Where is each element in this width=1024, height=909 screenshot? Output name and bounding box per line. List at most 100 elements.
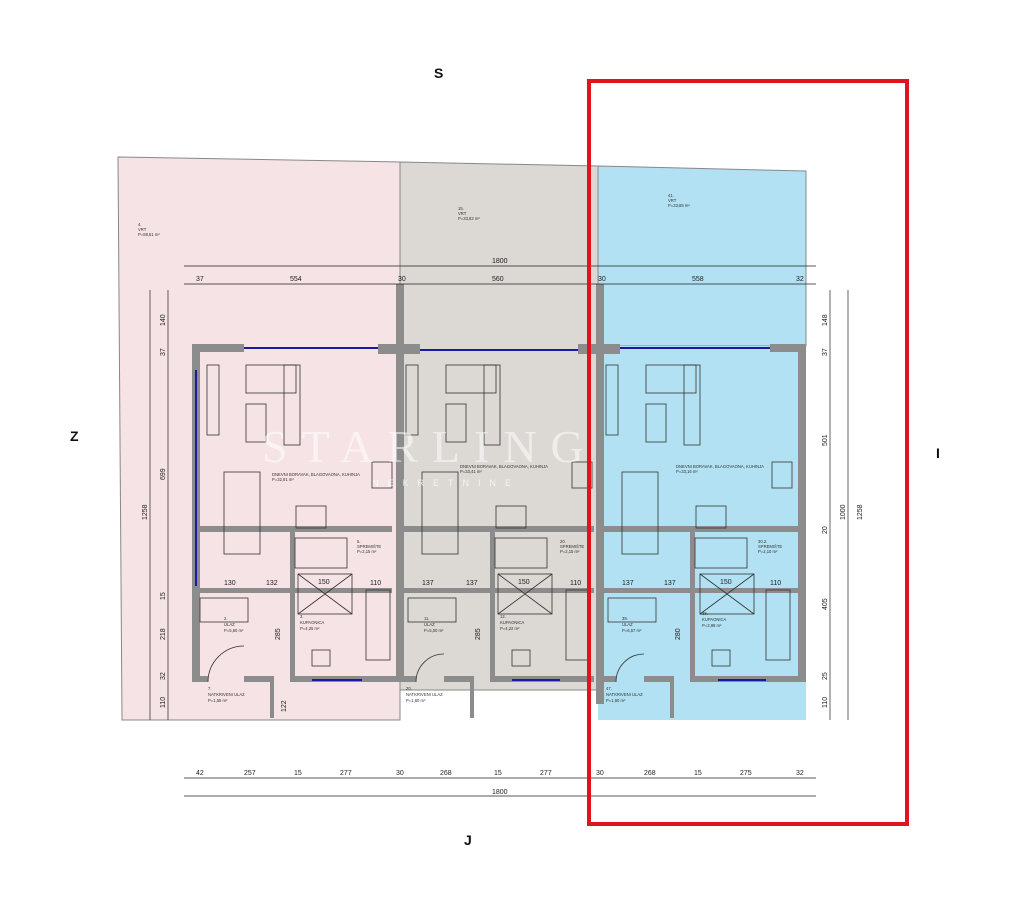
unit-left-inner-dim: 285: [275, 628, 282, 640]
top-dimension-label: 558: [692, 276, 704, 283]
unit-middle-garden-label: 15.: [458, 206, 464, 211]
highlight-frame: [587, 79, 909, 826]
unit-right-bath-area: P=3,98 m²: [702, 623, 722, 628]
unit-middle-inner-dim: 137: [466, 580, 478, 587]
unit-right-garden-label: 41.: [668, 193, 674, 198]
unit-middle-garden-name: VRT: [458, 211, 467, 216]
compass-west-label: Z: [70, 428, 79, 444]
left-dimension-label: 218: [160, 628, 167, 640]
furniture: [199, 364, 793, 683]
unit-middle-inner-dim: 150: [518, 579, 530, 586]
unit-left-inner-dim: 110: [370, 580, 381, 587]
unit-left-living-area: P=32,91 m²: [272, 477, 294, 482]
unit-left-inner-dim: 132: [266, 580, 278, 587]
top-dimension-label: 37: [196, 276, 204, 283]
unit-middle-entry-name: ULAZ: [424, 622, 435, 627]
unit-middle-garden-area: P=33,82 m²: [458, 216, 480, 221]
unit-middle-bath-area: P=4,22 m²: [500, 626, 520, 631]
right-dimension-label: 148: [822, 314, 829, 326]
bottom-dimension-label: 15: [294, 770, 302, 777]
unit-right-inner-dim: 110: [770, 580, 781, 587]
compass-south-label: J: [464, 832, 472, 848]
bottom-dimension-label: 15: [694, 770, 702, 777]
unit-left-plot: [117, 156, 401, 721]
top-dimension-label: 560: [492, 276, 504, 283]
unit-right-storage-area: P=2,10 m²: [758, 549, 778, 554]
right-dimension-label: 37: [822, 348, 829, 356]
bottom-dimension-label: 30: [596, 770, 604, 777]
right-dimension-label: 110: [822, 697, 829, 708]
unit-middle-living-area: P=33,41 m²: [460, 469, 482, 474]
bottom-dimension-label: 268: [644, 770, 656, 777]
watermark-sub: NEKRETNINE: [372, 478, 520, 488]
unit-middle-storage-area: P=2,15 m²: [560, 549, 580, 554]
bottom-dimension-label: 15: [494, 770, 502, 777]
unit-right-bath-label: 38.: [702, 611, 708, 616]
unit-right-interior-fill: [598, 346, 806, 720]
unit-left-inner-dim: 150: [318, 579, 330, 586]
left-total-dimension: 1258: [142, 504, 149, 520]
unit-left-storage-area: P=2,15 m²: [357, 549, 377, 554]
unit-right-living-name: DNEVNI BORAVAK, BLAGOVAONA, KUHINJA: [676, 464, 764, 469]
unit-left-entry-label: 2.: [224, 616, 228, 621]
right-dimension-label: 25: [822, 672, 829, 680]
unit-middle-entry-area: P=5,00 m²: [424, 628, 444, 633]
unit-right-porch-area: P=1,60 m²: [606, 698, 626, 703]
unit-middle-storage-name: SPREMIŠTE: [560, 544, 584, 549]
right-dimension-label: 501: [822, 434, 829, 446]
unit-middle-inner-dim: 137: [422, 580, 434, 587]
unit-middle-porch-area: P=1,60 m²: [406, 698, 426, 703]
unit-right-garden-name: VRT: [668, 198, 677, 203]
unit-right-bath-name: KUPAONICA: [702, 617, 727, 622]
unit-right-entry-label: 39.: [622, 616, 628, 621]
right-mid-dimension: 1000: [840, 504, 847, 520]
unit-right-porch-name: NATKRIVENI ULAZ: [606, 692, 643, 697]
unit-left-bath-area: P=4,25 m²: [300, 626, 320, 631]
unit-middle-living-name: DNEVNI BORAVAK, BLAGOVAONA, KUHINJA: [460, 464, 548, 469]
unit-right-inner-dim: 137: [622, 580, 634, 587]
unit-right-porch-label: 47.: [606, 686, 612, 691]
left-dimension-label: 15: [160, 592, 167, 600]
unit-middle-entry-label: 11.: [424, 616, 430, 621]
unit-right-living-area: P=33,16 m²: [676, 469, 698, 474]
bottom-dimension-label: 257: [244, 770, 256, 777]
left-dimension-label: 32: [160, 672, 167, 680]
bottom-dimension-label: 30: [396, 770, 404, 777]
bottom-dimension-label: 277: [540, 770, 552, 777]
unit-left-porch-area: P=1,55 m²: [208, 698, 228, 703]
bottom-dimension-label: 277: [340, 770, 352, 777]
unit-left-garden-area: P=88,51 m²: [138, 232, 160, 237]
unit-left-garden-name: VRT: [138, 227, 147, 232]
unit-right-inner-dim: 280: [675, 628, 682, 640]
unit-right-garden-area: P=33,85 m²: [668, 203, 690, 208]
unit-right-plot: [597, 165, 807, 347]
unit-left-bath-label: 3.: [300, 614, 304, 619]
unit-left-porch-label: 7.: [208, 686, 212, 691]
unit-left-storage-label: 5.: [357, 539, 361, 544]
unit-left-inner-dim: 122: [281, 700, 288, 712]
unit-right-entry-area: P=6,57 m²: [622, 628, 642, 633]
bottom-dimension-label: 268: [440, 770, 452, 777]
unit-right-inner-dim: 150: [720, 579, 732, 586]
unit-middle-inner-dim: 110: [570, 580, 581, 587]
unit-middle-storage-label: 20.: [560, 539, 566, 544]
right-dimension-label: 20: [822, 526, 829, 534]
unit-left-storage-name: SPREMIŠTE: [357, 544, 381, 549]
right-total-dimension: 1258: [857, 504, 864, 520]
unit-left-inner-dim: 130: [224, 580, 236, 587]
watermark-brand: STARLING: [262, 421, 598, 472]
left-dimension-label: 699: [160, 468, 167, 480]
unit-middle-porch-label: 20.: [406, 686, 412, 691]
unit-left-bath-name: KUPAONICA: [300, 620, 325, 625]
unit-left-garden-label: 4.: [138, 222, 142, 227]
left-dimension-label: 140: [160, 314, 167, 326]
dimension-lines: [149, 265, 849, 797]
bottom-total-dimension: 1800: [492, 789, 508, 796]
left-dimension-label: 37: [160, 348, 167, 356]
bottom-dimension-label: 32: [796, 770, 804, 777]
